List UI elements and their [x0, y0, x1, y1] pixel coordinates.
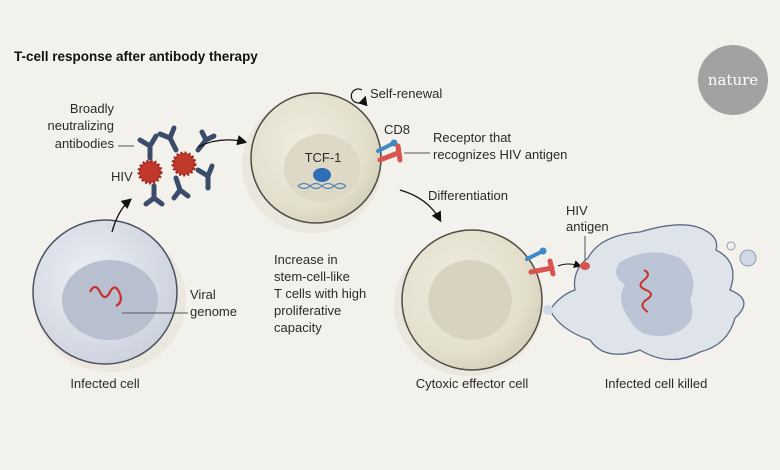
figure-title: T-cell response after antibody therapy — [14, 49, 258, 64]
receptor-label: Receptor that — [433, 130, 511, 145]
increase-line: stem-cell-like — [274, 269, 350, 284]
dna-icon — [297, 182, 347, 190]
viral-genome-label: Viral — [190, 287, 216, 302]
infected-cell — [32, 219, 188, 372]
self-renewal-icon — [350, 88, 368, 107]
viral-genome-icon — [89, 285, 122, 307]
cd8-receptor-icon — [376, 139, 398, 153]
killed-cell-label: Infected cell killed — [605, 376, 708, 391]
hiv-antigen-icon — [580, 262, 590, 270]
viral-genome-icon — [639, 269, 652, 313]
hiv-virus-icon — [137, 151, 197, 185]
arrow-icon — [399, 189, 442, 223]
infected-cell-label: Infected cell — [70, 376, 139, 391]
logo-text: nature — [708, 71, 758, 89]
increase-line: T cells with high — [274, 286, 366, 301]
tcf1-protein-icon — [313, 168, 331, 182]
hiv-antigen-label-2: antigen — [566, 219, 609, 234]
increase-text: Increase in stem-cell-like T cells with … — [274, 252, 366, 335]
tcr-receptor-icon — [377, 143, 403, 163]
viral-genome-label-2: genome — [190, 304, 237, 319]
cd8-label: CD8 — [384, 122, 410, 137]
stem-like-t-cell: TCF-1 — [242, 92, 382, 233]
receptor-label-2: recognizes HIV antigen — [433, 147, 567, 162]
tcr-receptor-icon — [528, 258, 556, 277]
increase-line: capacity — [274, 320, 322, 335]
differentiation-label: Differentiation — [428, 188, 508, 203]
antibodies-label-3: antibodies — [55, 136, 115, 151]
killed-infected-cell — [543, 224, 757, 361]
cd8-receptor-icon — [525, 247, 547, 261]
increase-line: Increase in — [274, 252, 338, 267]
effector-cell-label: Cytoxic effector cell — [416, 376, 529, 391]
antibodies-label: Broadly — [70, 101, 115, 116]
cytotoxic-effector-cell — [394, 229, 543, 376]
arrow-icon — [197, 135, 248, 148]
antibodies-label-2: neutralizing — [48, 118, 115, 133]
arrow-icon — [557, 260, 582, 268]
hiv-antigen-label: HIV — [566, 203, 588, 218]
antibody-icon — [137, 125, 217, 207]
arrow-icon — [111, 198, 132, 233]
tcf1-label: TCF-1 — [305, 150, 342, 165]
hiv-label: HIV — [111, 169, 133, 184]
self-renewal-label: Self-renewal — [370, 86, 442, 101]
nature-logo: nature — [698, 45, 768, 115]
increase-line: proliferative — [274, 303, 341, 318]
